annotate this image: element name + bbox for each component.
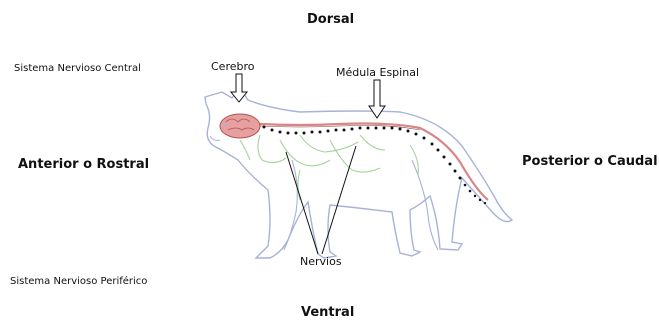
anterior-label: Anterior o Rostral bbox=[18, 157, 149, 172]
medula-arrow bbox=[369, 80, 385, 118]
cat-front-leg-outline bbox=[284, 160, 297, 250]
cat-muzzle bbox=[210, 136, 220, 141]
cat-hind-leg-outline bbox=[412, 160, 438, 250]
snc-label: Sistema Nervioso Central bbox=[14, 63, 141, 74]
posterior-label: Posterior o Caudal bbox=[522, 154, 658, 169]
snp-label: Sistema Nervioso Periférico bbox=[10, 276, 147, 287]
dorsal-label: Dorsal bbox=[307, 12, 354, 27]
spinal-cord bbox=[260, 124, 488, 201]
brain-shape bbox=[220, 114, 260, 138]
cerebro-arrow bbox=[231, 74, 247, 102]
ventral-label: Ventral bbox=[301, 305, 354, 320]
nervios-pointers bbox=[286, 146, 356, 254]
medula-label: Médula Espinal bbox=[336, 66, 419, 79]
nervios-label: Nervios bbox=[300, 255, 342, 268]
spinal-cord-inner bbox=[260, 126, 420, 131]
cerebro-label: Cerebro bbox=[211, 60, 255, 73]
peripheral-nerves bbox=[240, 135, 418, 200]
